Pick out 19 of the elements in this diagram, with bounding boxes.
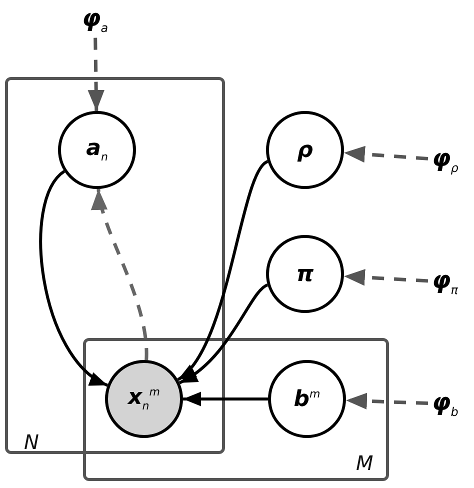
- plate-label: N: [24, 430, 39, 454]
- hyperparameter-label: φ$_{ρ}$: [432, 146, 458, 174]
- arrow: [178, 284, 268, 384]
- hyperparameter-label: φ$_{a}$: [82, 6, 108, 34]
- arrow: [183, 392, 268, 406]
- variable-label: a$_{n}$: [86, 136, 108, 164]
- variable-label: ρ: [297, 138, 313, 162]
- arrow: [346, 392, 428, 410]
- arrow: [92, 188, 148, 360]
- arrow: [88, 38, 104, 112]
- arrow: [176, 160, 269, 381]
- hyperparameter-label: φ$_{π}$: [432, 268, 458, 296]
- hyperparameter-label: φ$_{b}$: [432, 390, 458, 418]
- plate-label: M: [356, 451, 374, 475]
- variable-label: π: [296, 262, 314, 286]
- arrow: [344, 146, 428, 163]
- arrow: [344, 269, 428, 286]
- arrow: [39, 170, 108, 387]
- variable-label: b$^{m}$: [294, 386, 320, 412]
